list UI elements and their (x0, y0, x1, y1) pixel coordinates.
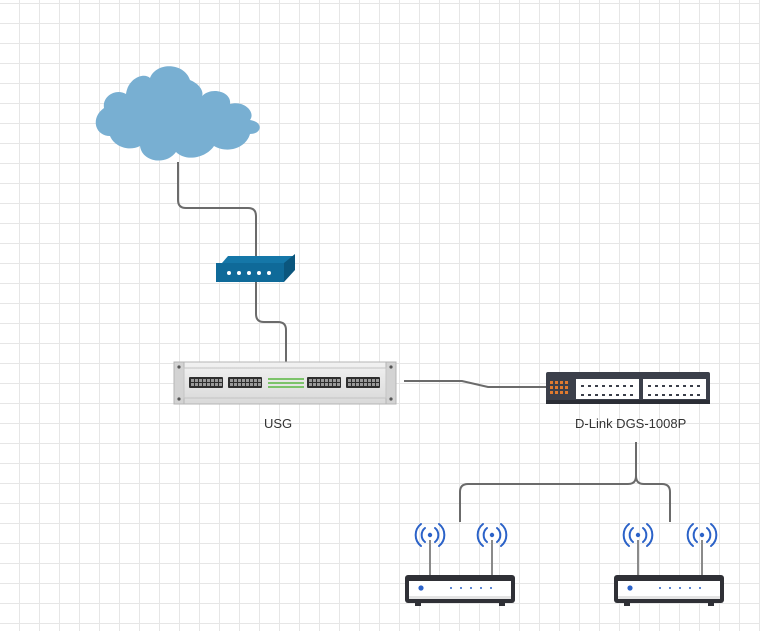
cable-cloud-to-modem (177, 162, 257, 256)
usg-rack-icon (173, 361, 397, 405)
access-point-icon (614, 523, 724, 606)
switch-icon (546, 372, 710, 404)
cable-modem-to-usg (255, 281, 287, 365)
switch-label: D-Link DGS-1008P (575, 416, 687, 431)
modem-icon (216, 254, 295, 282)
cables (177, 162, 671, 522)
access-point-icon (405, 523, 515, 606)
cable-switch-to-aps (459, 442, 671, 522)
usg-label: USG (264, 416, 293, 431)
cloud-icon (95, 66, 260, 161)
cable-usg-to-switch (404, 380, 546, 388)
